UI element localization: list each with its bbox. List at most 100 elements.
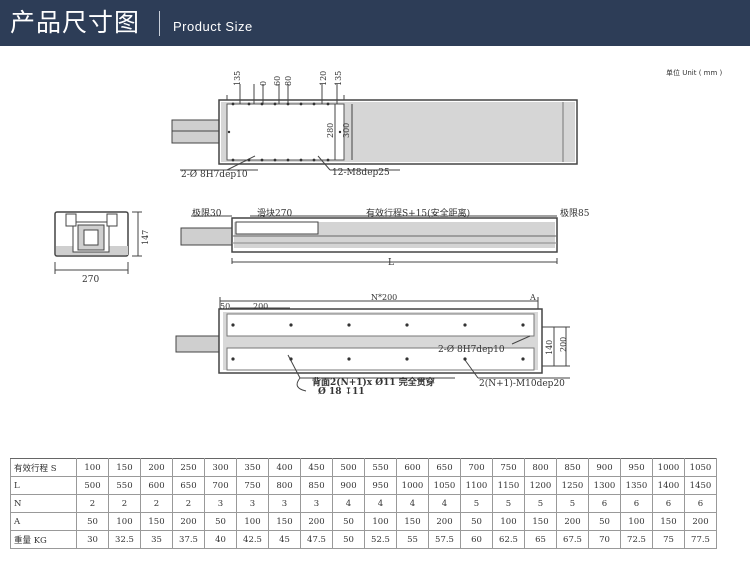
table-cell: 50 (460, 512, 493, 531)
table-cell: 650 (428, 458, 461, 477)
dim-280: 280 (326, 123, 335, 138)
table-cell: 65 (524, 530, 557, 549)
table-cell: 150 (524, 512, 557, 531)
table-cell: 6 (620, 494, 653, 513)
dim-200: 200 (253, 302, 268, 311)
table-cell: 100 (236, 512, 269, 531)
technical-drawing: 135 0 60 80 120 135 280 300 2-Ø 8H7dep10… (54, 71, 590, 397)
dim-80: 80 (284, 76, 293, 86)
table-cell: 1050 (428, 476, 461, 495)
table-cell: 150 (652, 512, 685, 531)
table-cell: 850 (300, 476, 333, 495)
top-view (171, 84, 578, 171)
dim-200-vertical: 200 (559, 337, 568, 352)
table-cell: 67.5 (556, 530, 589, 549)
table-cell: 950 (620, 458, 653, 477)
table-cell: 35 (140, 530, 173, 549)
table-cell: 800 (524, 458, 557, 477)
table-cell: 900 (332, 476, 365, 495)
table-cell: 1300 (588, 476, 621, 495)
table-cell: 45 (268, 530, 301, 549)
table-cell: 1000 (652, 458, 685, 477)
table-cell: 47.5 (300, 530, 333, 549)
callout-counterbore: Ø 18 ↧11 (318, 386, 365, 397)
table-cell: 1350 (620, 476, 653, 495)
dim-300: 300 (342, 123, 351, 138)
table-cell: 75 (652, 530, 685, 549)
table-cell: 200 (140, 458, 173, 477)
table-cell: 600 (396, 458, 429, 477)
table-cell: 3 (268, 494, 301, 513)
table-cell: 6 (684, 494, 717, 513)
page-subtitle: Product Size (173, 19, 253, 34)
callout-pin-holes-bottom: 2-Ø 8H7dep10 (438, 344, 505, 355)
table-cell: 55 (396, 530, 429, 549)
dim-a: A (529, 293, 536, 302)
table-cell: 6 (588, 494, 621, 513)
table-cell: 60 (460, 530, 493, 549)
table-cell: 50 (204, 512, 237, 531)
table-cell: 3 (236, 494, 269, 513)
label-limit-right: 极限85 (560, 207, 590, 219)
dim-50: 50 (220, 302, 230, 311)
table-cell: 550 (364, 458, 397, 477)
dim-end-height: 147 (141, 230, 150, 245)
table-cell: 50 (332, 530, 365, 549)
table-cell: 100 (76, 458, 109, 477)
unit-note: 单位 Unit ( mm ) (666, 69, 723, 77)
label-limit-left: 极限30 (192, 207, 222, 219)
table-cell: 4 (332, 494, 365, 513)
table-cell: 100 (364, 512, 397, 531)
bottom-view (175, 297, 570, 392)
end-view (54, 211, 142, 274)
table-cell: 30 (76, 530, 109, 549)
table-cell: 70 (588, 530, 621, 549)
table-cell: 500 (332, 458, 365, 477)
table-cell: 650 (172, 476, 205, 495)
table-cell: 4 (364, 494, 397, 513)
table-cell: 2 (76, 494, 109, 513)
row-label: N (10, 494, 77, 513)
table-cell: 50 (76, 512, 109, 531)
table-cell: 150 (268, 512, 301, 531)
table-cell: 400 (268, 458, 301, 477)
table-cell: 300 (204, 458, 237, 477)
table-cell: 2 (140, 494, 173, 513)
table-cell: 450 (300, 458, 333, 477)
dim-end-width: 270 (82, 275, 99, 285)
table-cell: 200 (556, 512, 589, 531)
table-cell: 700 (204, 476, 237, 495)
side-view (180, 215, 558, 264)
table-cell: 2 (108, 494, 141, 513)
table-cell: 500 (76, 476, 109, 495)
table-cell: 1250 (556, 476, 589, 495)
top-slider (226, 103, 345, 161)
table-cell: 5 (492, 494, 525, 513)
table-cell: 200 (300, 512, 333, 531)
header-divider (159, 11, 160, 36)
table-cell: 900 (588, 458, 621, 477)
dim-140: 140 (545, 340, 554, 355)
top-holes (227, 102, 342, 162)
table-cell: 100 (492, 512, 525, 531)
bottom-holes (231, 323, 525, 361)
label-stroke: 有效行程S+15(安全距离) (366, 207, 470, 219)
table-cell: 100 (108, 512, 141, 531)
page-title: 产品尺寸图 (10, 8, 141, 37)
table-cell: 700 (460, 458, 493, 477)
table-cell: 1050 (684, 458, 717, 477)
table-cell: 150 (396, 512, 429, 531)
table-cell: 150 (140, 512, 173, 531)
table-cell: 1000 (396, 476, 429, 495)
table-cell: 800 (268, 476, 301, 495)
table-cell: 750 (492, 458, 525, 477)
table-cell: 72.5 (620, 530, 653, 549)
row-label: 有效行程 S (10, 458, 77, 477)
label-length: L (388, 258, 394, 268)
table-cell: 32.5 (108, 530, 141, 549)
table-cell: 200 (684, 512, 717, 531)
table-cell: 3 (300, 494, 333, 513)
